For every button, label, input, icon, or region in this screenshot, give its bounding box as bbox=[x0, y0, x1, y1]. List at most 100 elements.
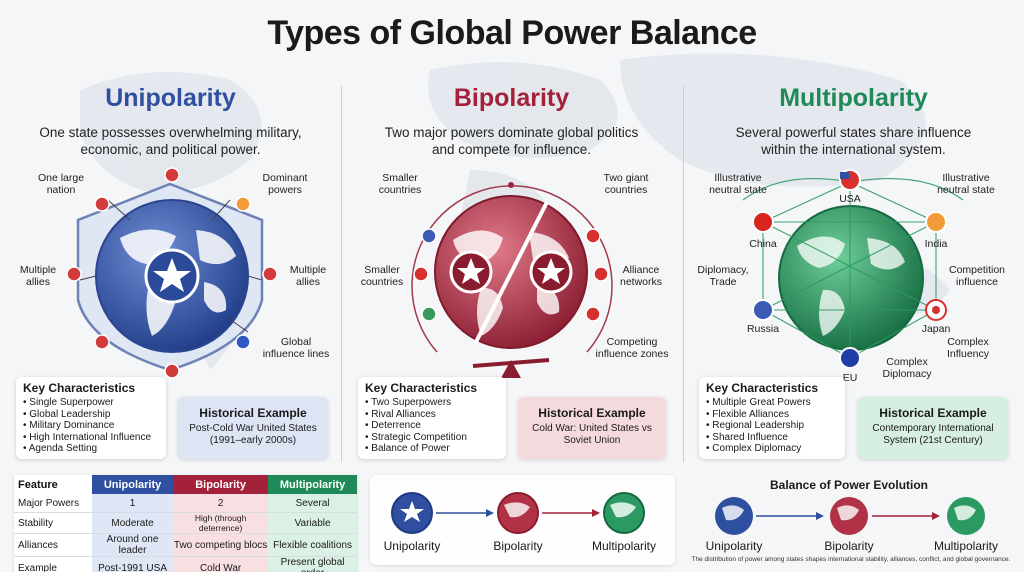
flag-icons bbox=[66, 167, 278, 379]
key-title: Key Characteristics bbox=[706, 381, 819, 395]
table-cell: Two competing blocs bbox=[173, 533, 269, 557]
key-list: Multiple Great Powers Flexible Alliances… bbox=[706, 397, 838, 455]
evolution-label-unipolarity: Unipolarity bbox=[705, 539, 763, 553]
bipolarity-heading: Bipolarity bbox=[453, 84, 570, 112]
arrow-head-icon bbox=[932, 512, 940, 520]
table-row: Stability Moderate High (through deterre… bbox=[14, 512, 357, 534]
flag-icon bbox=[585, 306, 601, 322]
list-item: Strategic Competition bbox=[365, 432, 499, 444]
multipolarity-diagram bbox=[742, 169, 964, 369]
list-item: Two Superpowers bbox=[365, 397, 499, 409]
flag-icon bbox=[413, 266, 429, 282]
unipolarity-key-characteristics: Key Characteristics Single Superpower Gl… bbox=[16, 377, 166, 459]
multipolarity-key-characteristics: Key Characteristics Multiple Great Power… bbox=[699, 377, 845, 459]
header-unipolarity: Unipolarity bbox=[92, 475, 174, 494]
flag-icons bbox=[752, 169, 947, 369]
comparison-table-wrap: Feature Unipolarity Bipolarity Multipola… bbox=[14, 475, 357, 572]
table-header-row: Feature Unipolarity Bipolarity Multipola… bbox=[14, 475, 357, 494]
globe-split-line bbox=[473, 201, 549, 345]
flag-icon bbox=[752, 211, 774, 233]
star-icon bbox=[400, 501, 424, 522]
list-item: Global Leadership bbox=[23, 409, 159, 421]
label-usa: USA bbox=[839, 193, 861, 205]
description-line: One state possesses overwhelming militar… bbox=[39, 125, 302, 140]
table-cell: Stability bbox=[14, 512, 92, 534]
flag-icon bbox=[66, 266, 82, 282]
flag-icon bbox=[262, 266, 278, 282]
table-row: Alliances Around one leader Two competin… bbox=[14, 533, 357, 557]
list-item: Flexible Alliances bbox=[706, 409, 838, 421]
arrow-head-icon bbox=[592, 509, 600, 517]
arrow-head-icon bbox=[816, 512, 824, 520]
list-item: Complex Diplomacy bbox=[706, 443, 838, 455]
unipolarity-heading: Unipolarity bbox=[105, 84, 236, 112]
bipolarity-historical-example: Historical Example Cold War: United Stat… bbox=[518, 397, 666, 459]
multipolarity-heading: Multipolarity bbox=[779, 84, 928, 112]
unipolarity-historical-example: Historical Example Post-Cold War United … bbox=[178, 397, 328, 459]
unipolarity-description: One state possesses overwhelming militar… bbox=[0, 124, 341, 158]
label-china: China bbox=[749, 238, 777, 250]
list-item: Shared Influence bbox=[706, 432, 838, 444]
page-title: Types of Global Power Balance bbox=[267, 14, 757, 52]
key-list: Two Superpowers Rival Alliances Deterren… bbox=[365, 397, 499, 455]
flag-icon bbox=[593, 266, 609, 282]
table-cell: Post-1991 USA bbox=[92, 556, 174, 572]
table-cell: Cold War bbox=[173, 556, 269, 572]
header-multipolarity: Multipolarity bbox=[268, 475, 357, 494]
flow-label-bipolarity: Bipolarity bbox=[493, 539, 543, 553]
evolution-label-bipolarity: Bipolarity bbox=[824, 539, 874, 553]
hist-title: Historical Example bbox=[879, 406, 987, 420]
table-cell: High (through deterrence) bbox=[173, 512, 269, 534]
flow-diagram bbox=[391, 492, 645, 534]
label-russia: Russia bbox=[746, 323, 780, 335]
label-eu: EU bbox=[842, 372, 858, 384]
flag-icon bbox=[752, 299, 774, 321]
flag-icons bbox=[413, 228, 609, 322]
evolution-label-multipolarity: Multipolarity bbox=[933, 539, 999, 553]
flag-icon bbox=[164, 167, 180, 183]
list-item: Military Dominance bbox=[23, 420, 159, 432]
column-divider-1 bbox=[341, 86, 342, 462]
hist-title: Historical Example bbox=[199, 406, 307, 420]
header-bipolarity: Bipolarity bbox=[173, 475, 269, 494]
multipolarity-description: Several powerful states share influence … bbox=[683, 124, 1024, 158]
table-cell: Present global order bbox=[268, 556, 357, 572]
key-title: Key Characteristics bbox=[365, 381, 478, 395]
bipolarity-key-characteristics: Key Characteristics Two Superpowers Riva… bbox=[358, 377, 506, 459]
balance-scale-base bbox=[501, 360, 521, 378]
key-title: Key Characteristics bbox=[23, 381, 136, 395]
comparison-table: Feature Unipolarity Bipolarity Multipola… bbox=[14, 475, 357, 572]
table-cell: 2 bbox=[173, 494, 269, 513]
table-cell: Example bbox=[14, 556, 92, 572]
evolution-diagram bbox=[715, 497, 985, 535]
label-india: India bbox=[924, 238, 948, 250]
table-row: Major Powers 1 2 Several bbox=[14, 494, 357, 513]
table-cell: Several bbox=[268, 494, 357, 513]
flag-icon bbox=[235, 334, 251, 350]
flag-icon bbox=[421, 306, 437, 322]
table-cell: Flexible coalitions bbox=[268, 533, 357, 557]
list-item: High International Influence bbox=[23, 432, 159, 444]
table-cell: Major Powers bbox=[14, 494, 92, 513]
hist-text: Post-Cold War United States(1991–early 2… bbox=[189, 423, 317, 446]
flow-label-multipolarity: Multipolarity bbox=[591, 539, 657, 553]
header-feature: Feature bbox=[14, 475, 92, 494]
flag-icon bbox=[164, 363, 180, 379]
label-diplomacy-trade: Diplomacy,Trade bbox=[697, 264, 749, 288]
table-cell: 1 bbox=[92, 494, 174, 513]
column-divider-2 bbox=[683, 86, 684, 462]
star-icon bbox=[537, 258, 565, 284]
